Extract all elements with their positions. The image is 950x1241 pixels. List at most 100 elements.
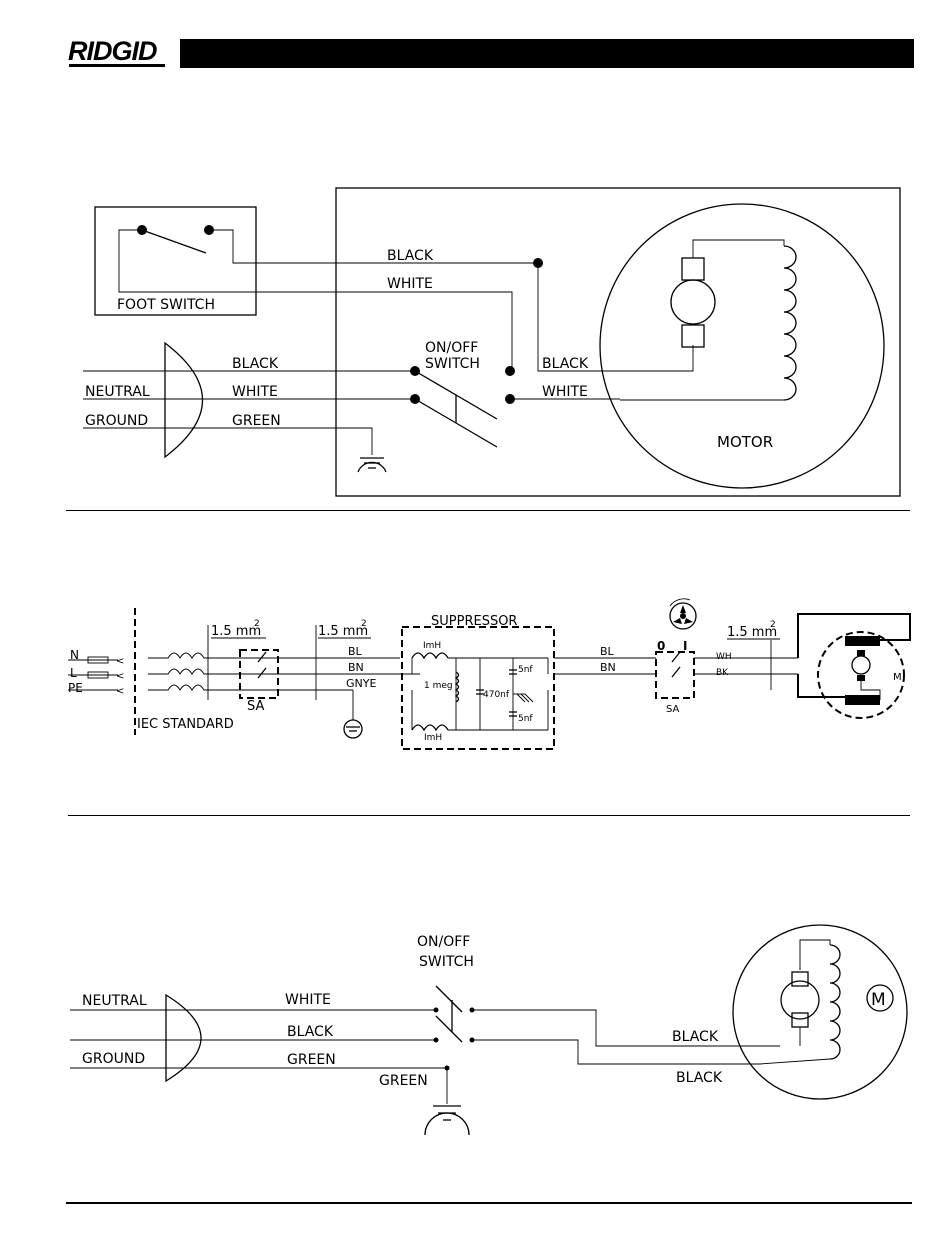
plug-white-label: WHITE <box>232 384 278 400</box>
foot-switch-black-wire <box>209 230 538 263</box>
field-coil <box>784 246 796 400</box>
green3b-label: GREEN <box>379 1073 428 1089</box>
sa-left-label: SA <box>247 699 264 714</box>
power-symbol-icon <box>670 599 696 629</box>
armature <box>671 280 715 324</box>
power-plug <box>165 343 203 457</box>
ground-symbol-2 <box>344 720 362 738</box>
size-sup-2: 2 <box>361 619 367 629</box>
ground-label: GROUND <box>85 413 148 429</box>
switch3-blade-2 <box>436 1016 462 1042</box>
motor3-brush-top <box>792 972 808 986</box>
imh-top-label: ImH <box>423 641 441 651</box>
bl-label: BL <box>348 645 363 658</box>
motor2-brush-top <box>857 650 865 656</box>
switch3-terminal-2 <box>434 1038 439 1043</box>
separator-2 <box>68 815 910 816</box>
foot-switch-contact <box>142 230 206 253</box>
top-black-label: BLACK <box>387 248 434 264</box>
plug-green-wire <box>83 428 372 455</box>
motor2-brush-bottom <box>857 675 865 681</box>
switch-label-line2: SWITCH <box>425 356 480 372</box>
black-right-1-label: BLACK <box>672 1029 719 1045</box>
separator-1 <box>66 510 910 511</box>
motor2-field-bottom <box>845 695 880 705</box>
black-motor-wire-1 <box>472 1010 780 1046</box>
neutral3-label: NEUTRAL <box>82 993 147 1009</box>
motor-black-label: BLACK <box>542 356 589 372</box>
neutral-label: NEUTRAL <box>85 384 150 400</box>
c470-label: 470nf <box>483 690 510 700</box>
brush-bottom <box>682 325 704 347</box>
svg-text:<: < <box>116 671 124 682</box>
sa-right-label: SA <box>666 704 680 715</box>
cable-lines <box>148 625 420 720</box>
zero-label: 0 <box>657 639 665 653</box>
motor3-m-label: M <box>871 990 886 1010</box>
bl2-label: BL <box>600 645 615 658</box>
brush-top <box>682 258 704 280</box>
motor-field-lead <box>693 240 784 258</box>
motor3-brush-bottom <box>792 1013 808 1027</box>
motor3-housing <box>733 925 907 1099</box>
size-sup-1: 2 <box>254 619 260 629</box>
black3-label: BLACK <box>287 1024 334 1040</box>
switch3-ground-terminal <box>445 1066 450 1071</box>
bn-label: BN <box>348 661 364 674</box>
footer-rule <box>66 1202 912 1204</box>
pe-label: PE <box>68 681 83 695</box>
l-label: L <box>70 666 77 680</box>
foot-switch-label: FOOT SWITCH <box>117 297 215 313</box>
black-right-2-label: BLACK <box>676 1070 723 1086</box>
iec-label: IEC STANDARD <box>137 717 234 732</box>
top-white-label: WHITE <box>387 276 433 292</box>
motor2-field-top <box>845 636 880 646</box>
motor3-coil-lead <box>760 1059 830 1064</box>
sa-left-contact-2 <box>258 668 266 678</box>
ground3-label: GROUND <box>82 1051 145 1067</box>
svg-text:<: < <box>116 656 124 667</box>
ridgid-logo: RIDGID <box>68 36 157 67</box>
switch3-terminal-1 <box>434 1008 439 1013</box>
wiring-diagram-iec: N L PE < < < 1.5 mm 2 1.5 mm 2 SA IEC ST… <box>0 590 950 765</box>
sa-right-contact-2 <box>672 667 680 677</box>
one-label: I <box>683 639 687 653</box>
meg-label: 1 meg <box>424 681 453 691</box>
switch-terminal-out-black <box>505 366 515 376</box>
switch3-label-line2: SWITCH <box>419 954 474 970</box>
motor-white-label: WHITE <box>542 384 588 400</box>
sa-left-contact-1 <box>258 652 266 662</box>
switch-label-line1: ON/OFF <box>425 340 478 356</box>
c5b-label: 5nf <box>518 714 533 724</box>
c5a-label: 5nf <box>518 665 533 675</box>
green3-label: GREEN <box>287 1052 336 1068</box>
enclosure-box <box>336 188 900 496</box>
motor3-field-lead <box>800 940 830 970</box>
motor-label: MOTOR <box>717 433 773 451</box>
wiring-diagram-basic: ON/OFF SWITCH NEUTRAL WHITE BLACK GROUND… <box>0 920 950 1140</box>
wiring-diagram-foot-switch: FOOT SWITCH BLACK WHITE BLACK NEUTRAL WH… <box>0 180 950 510</box>
switch3-label-line1: ON/OFF <box>417 934 470 950</box>
motor-black-wire <box>538 263 693 371</box>
white3-label: WHITE <box>285 992 331 1008</box>
motor3-field-coil <box>830 945 840 1059</box>
page-header: RIDGID <box>0 0 950 80</box>
wh-label: WH <box>716 652 732 662</box>
bk-label: BK <box>716 668 729 678</box>
header-bar <box>180 39 914 68</box>
switch3-blade-1 <box>436 986 462 1012</box>
imh-bottom-label: ImH <box>424 733 442 743</box>
ground-symbol-3 <box>425 1106 469 1135</box>
motor2-armature <box>852 656 870 674</box>
sa-right-contact-1 <box>672 652 680 662</box>
motor2-m-label: M <box>893 672 902 683</box>
logo-underline <box>69 64 165 67</box>
suppressor-label: SUPPRESSOR <box>431 614 517 629</box>
plug-black-label: BLACK <box>232 356 279 372</box>
bn2-label: BN <box>600 661 616 674</box>
svg-text:<: < <box>116 686 124 697</box>
size-sup-3: 2 <box>770 620 776 630</box>
green-label: GREEN <box>232 413 281 429</box>
ground-symbol <box>358 458 386 472</box>
gnye-label: GNYE <box>346 677 376 690</box>
